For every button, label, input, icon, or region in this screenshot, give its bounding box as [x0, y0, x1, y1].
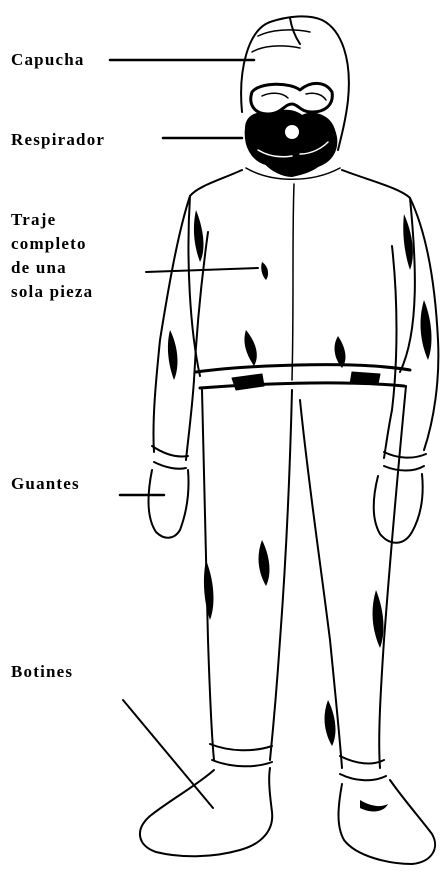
respirator — [246, 111, 337, 176]
left-ankle-gather — [210, 744, 272, 766]
shade-torso — [244, 330, 345, 368]
shade-chest — [261, 262, 268, 280]
hood-fold — [252, 30, 310, 52]
suit-zipper — [292, 184, 294, 380]
left-glove — [149, 470, 189, 538]
right-cuff — [384, 452, 426, 471]
leader-line-traje — [146, 268, 258, 272]
shade-leg-left — [204, 540, 270, 620]
leader-line-botines — [123, 700, 213, 808]
goggles — [251, 83, 333, 114]
left-boot — [140, 768, 272, 856]
suit-legs — [202, 386, 406, 768]
right-glove — [374, 474, 423, 543]
shade-boot-right — [360, 800, 388, 811]
right-boot — [339, 780, 436, 864]
goggles-lens — [262, 93, 326, 100]
suit-waistband-shade — [232, 372, 380, 390]
shade-arm-left — [168, 330, 178, 380]
suit-shading — [168, 210, 432, 811]
suit-torso — [188, 170, 414, 376]
left-cuff — [152, 446, 188, 469]
shade-shoulder-left — [194, 210, 204, 262]
shade-arm-right — [421, 300, 432, 360]
respirator-valve — [284, 124, 300, 140]
